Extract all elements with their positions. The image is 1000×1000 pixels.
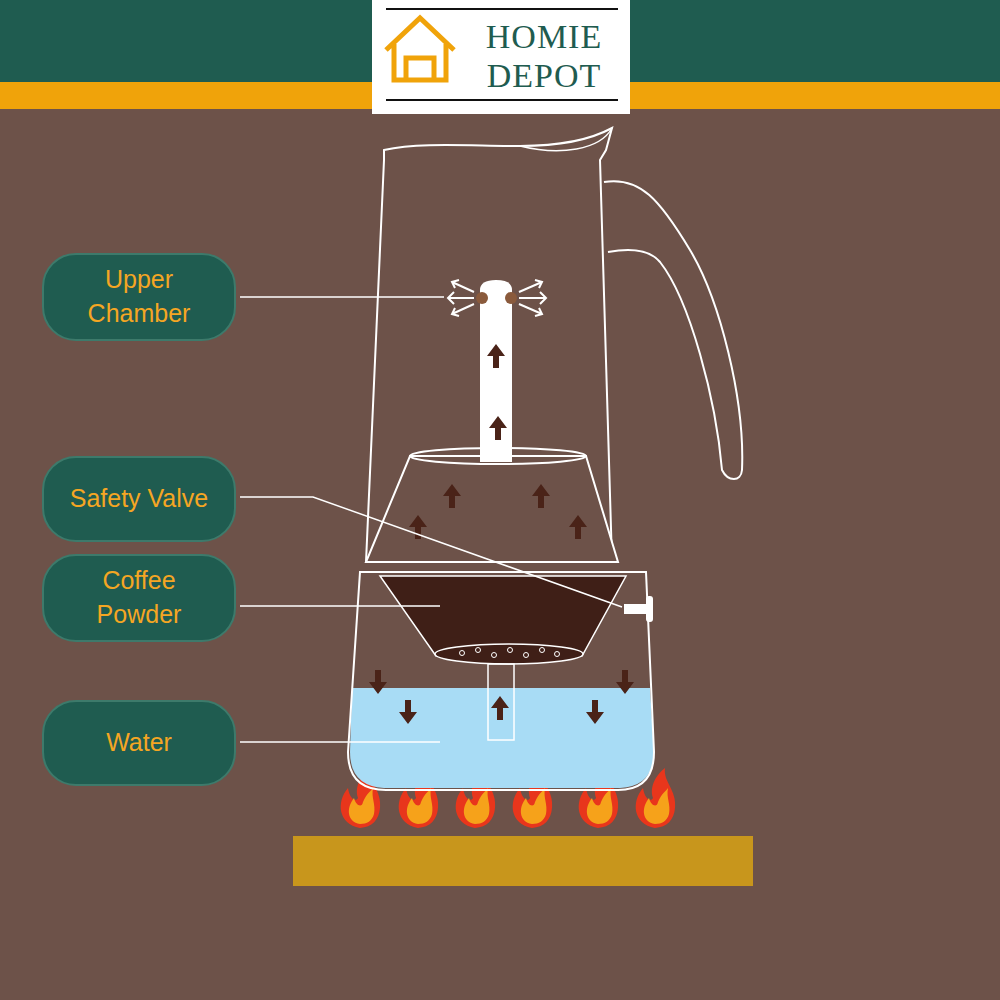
brand-logo: HOMIE DEPOT bbox=[458, 14, 630, 98]
part-name: Safety Valve bbox=[70, 482, 209, 516]
part-name: Coffee Powder bbox=[64, 564, 214, 632]
part-label: Upper Chamber bbox=[42, 253, 236, 341]
brand-name: HOMIE DEPOT bbox=[458, 17, 630, 95]
part-name: Water bbox=[106, 726, 172, 760]
part-label: Coffee Powder bbox=[42, 554, 236, 642]
part-name: Upper Chamber bbox=[64, 263, 214, 331]
part-label: Safety Valve bbox=[42, 456, 236, 542]
part-label: Water bbox=[42, 700, 236, 786]
